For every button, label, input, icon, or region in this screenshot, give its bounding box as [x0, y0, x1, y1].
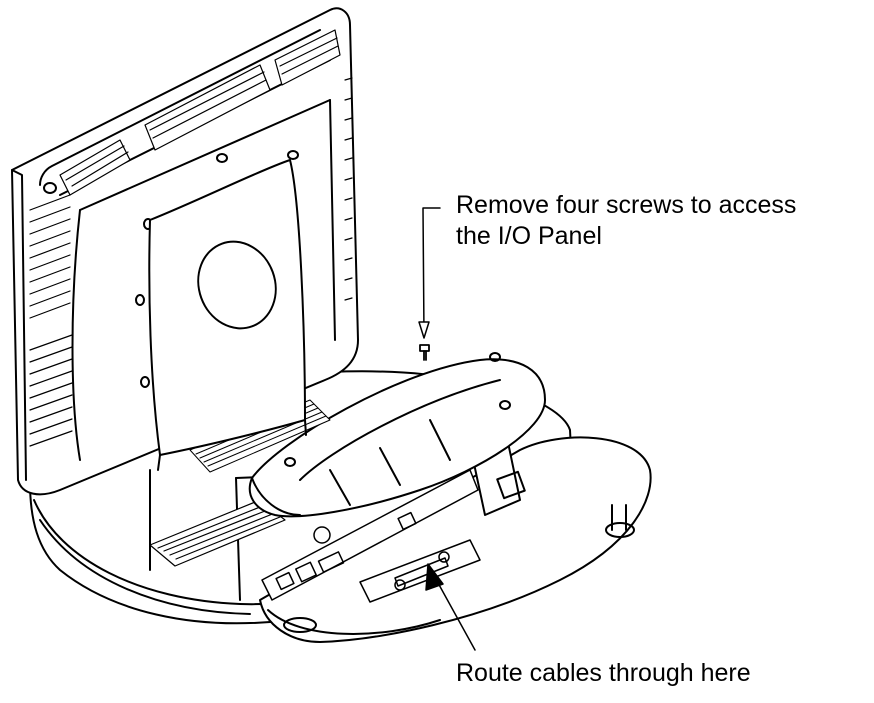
right-vent [344, 77, 353, 301]
io-cover [248, 352, 546, 518]
callout-route-cables-text: Route cables through here [456, 659, 751, 687]
base-vent [149, 499, 286, 567]
screw-icon [419, 344, 430, 361]
top-vent [59, 29, 341, 196]
callout-arrow-icon [425, 563, 476, 651]
stand-neck [148, 159, 307, 471]
callout-remove-screws: Remove four screws to access the I/O Pan… [456, 190, 796, 252]
callout-remove-screws-line1: Remove four screws to access [456, 191, 797, 219]
side-vent-top [29, 194, 71, 319]
callout-leader-screws [418, 207, 441, 339]
callout-remove-screws-line2: the I/O Panel [456, 222, 602, 250]
io-bay-tray [259, 427, 652, 643]
callout-route-cables: Route cables through here [456, 658, 751, 689]
io-panel [261, 469, 479, 601]
side-vent-bottom [29, 334, 73, 447]
